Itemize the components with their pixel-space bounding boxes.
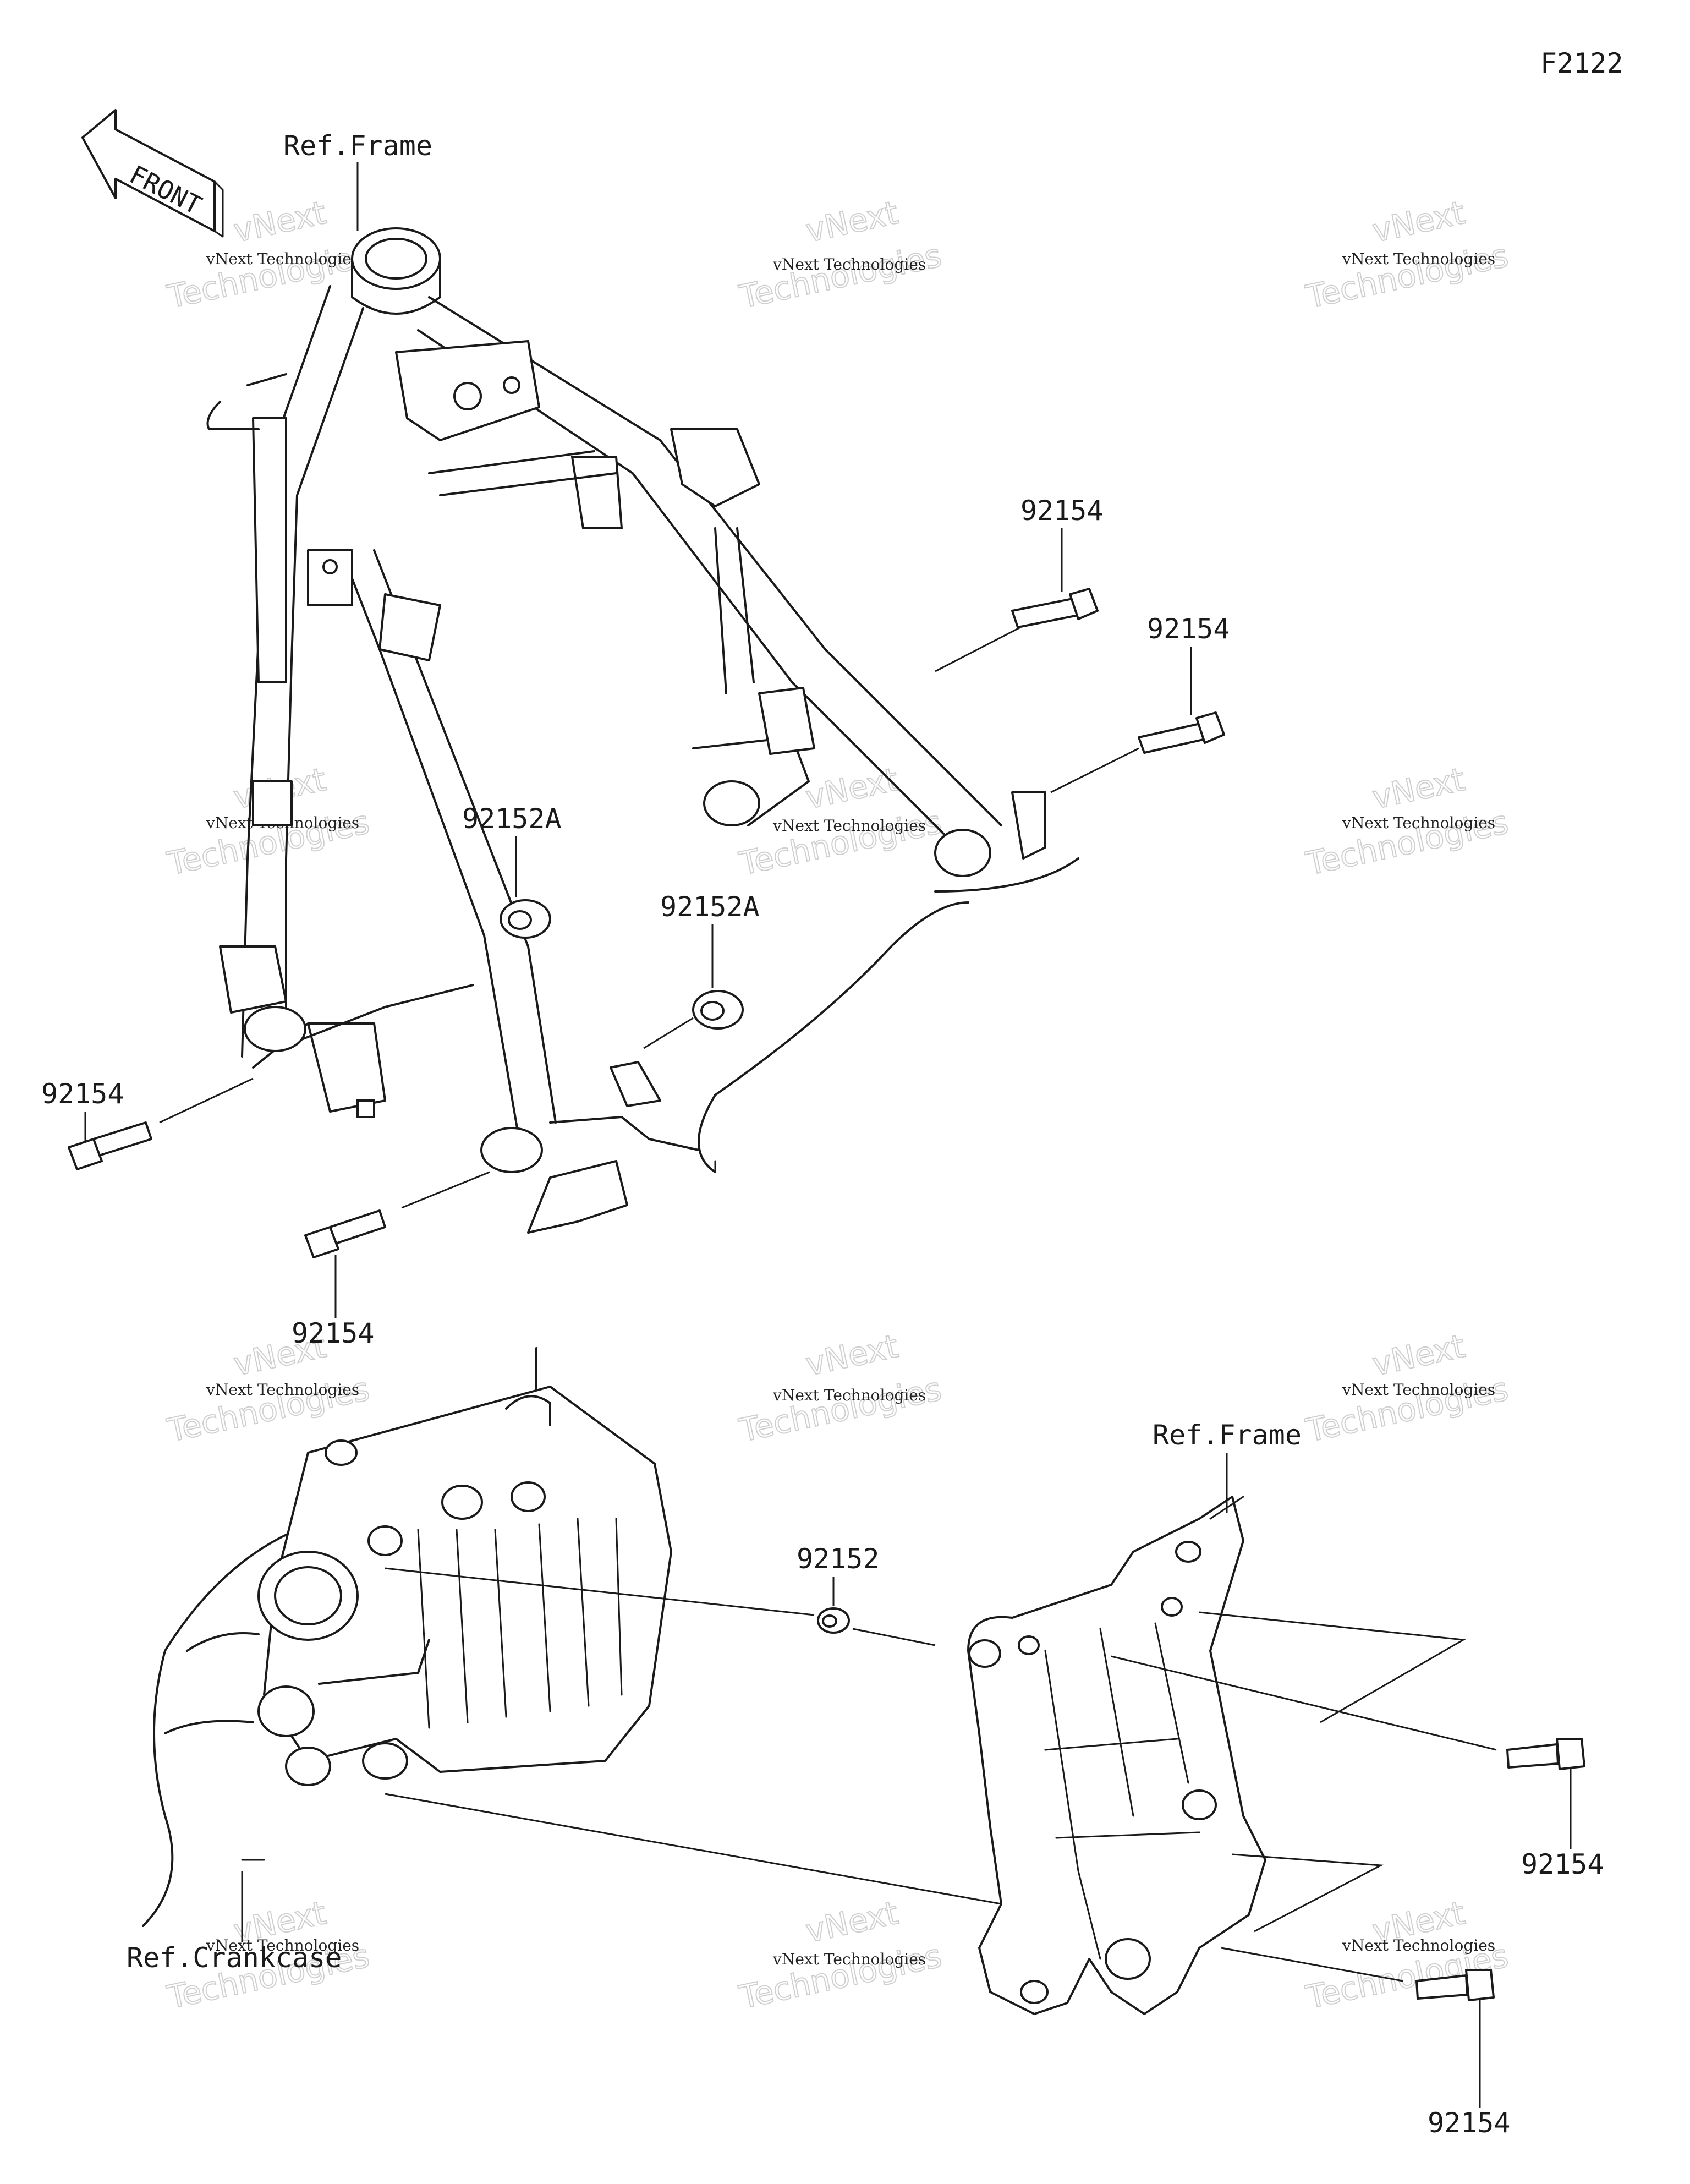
watermark-6: vNext Technologies vNext Technologies [1302,760,1512,883]
watermark-big: Technologies [164,237,373,316]
part-callout-92154: 92154 [1020,495,1104,527]
svg-text:Technologies: Technologies [736,237,945,316]
svg-text:vNext Technologies: vNext Technologies [1342,1936,1495,1955]
svg-text:vNext Technologies: vNext Technologies [1342,814,1495,832]
watermark-11: vNext Technologies vNext Technologies [736,1893,946,2017]
svg-text:vNext Technologies: vNext Technologies [772,817,926,835]
figure-code: F2122 [1540,47,1623,79]
ref-frame-label-top: Ref.Frame [283,130,432,162]
front-arrow-label: FRONT [125,160,206,221]
svg-text:vNext Technologies: vNext Technologies [772,255,926,273]
part-callout-92152a: 92152A [462,803,562,835]
svg-text:Technologies: Technologies [736,1937,945,2016]
spacer-icon [643,990,744,1049]
part-callout-92154: 92154 [292,1317,375,1349]
svg-text:vNext Technologies: vNext Technologies [772,1950,926,1968]
watermark-text: vNext Technologies [206,250,359,268]
svg-text:vNext: vNext [803,760,902,817]
watermark-2: vNext Technologies vNext Technologies [736,193,946,316]
svg-text:vNext: vNext [803,194,902,250]
svg-text:Technologies: Technologies [736,803,945,883]
frame-drawing [206,227,1079,1234]
front-arrow-icon: FRONT [81,109,224,238]
svg-text:vNext Technologies: vNext Technologies [1342,250,1495,268]
svg-text:vNext Technologies: vNext Technologies [1342,1381,1495,1399]
part-callout-92152: 92152 [797,1543,880,1575]
svg-text:vNext: vNext [1369,1327,1468,1383]
svg-text:vNext Technologies: vNext Technologies [206,1936,359,1955]
crankcase-drawing [142,1347,672,1927]
watermark-3: vNext Technologies vNext Technologies [1302,193,1512,316]
watermark-9: vNext Technologies vNext Technologies [1302,1327,1512,1450]
svg-text:Technologies: Technologies [736,1370,945,1449]
part-callout-92154: 92154 [1147,613,1230,645]
watermark-5: vNext Technologies vNext Technologies [736,760,946,883]
part-callout-92154: 92154 [1521,1848,1604,1880]
svg-text:vNext: vNext [803,1894,902,1950]
ref-frame-label-bottom: Ref.Frame [1153,1419,1302,1451]
engine-bracket-drawing [385,1496,1466,2015]
svg-text:vNext: vNext [1369,194,1468,250]
collar-icon [385,1567,936,1646]
bolt-icon [68,1077,254,1170]
watermark-8: vNext Technologies vNext Technologies [736,1327,946,1450]
bolt-icon [1111,1655,1585,1770]
bolt-icon [935,588,1099,672]
part-callout-92152a: 92152A [660,891,760,923]
ref-crankcase-label: Ref.Crankcase [127,1942,342,1974]
spacer-icon [500,899,551,939]
svg-text:vNext Technologies: vNext Technologies [206,1381,359,1399]
bolt-icon [304,1171,490,1258]
part-callout-92154: 92154 [1428,2107,1511,2139]
part-callout-92154: 92154 [41,1078,124,1110]
svg-text:vNext Technologies: vNext Technologies [772,1386,926,1404]
svg-text:vNext: vNext [803,1327,902,1383]
svg-text:vNext: vNext [1369,760,1468,817]
svg-text:Technologies: Technologies [1303,237,1512,316]
watermark-big: vNext [231,194,330,250]
bolt-icon [1050,711,1225,793]
bolt-icon [1221,1947,1495,2001]
